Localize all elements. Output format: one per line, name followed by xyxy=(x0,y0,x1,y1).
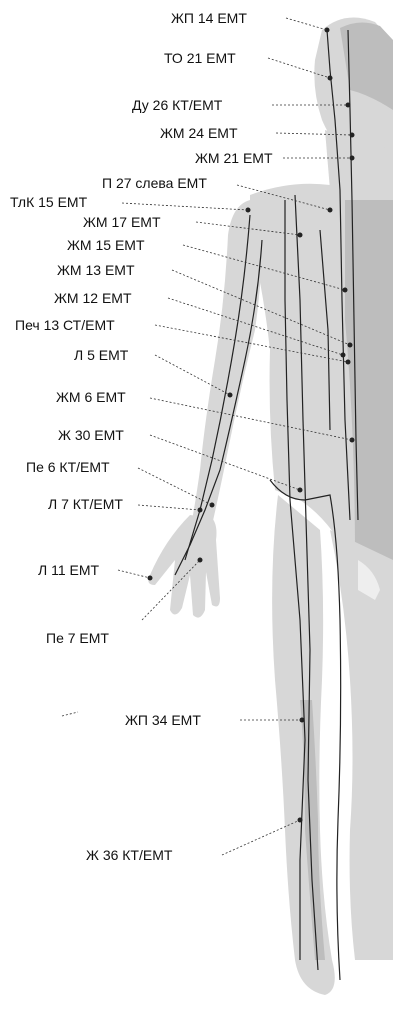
label-zhm-24: ЖМ 24 ЕМТ xyxy=(160,125,238,141)
label-zhp-14: ЖП 14 ЕМТ xyxy=(171,10,247,26)
point-labels: ЖП 14 ЕМТ ТО 21 ЕМТ Ду 26 КТ/ЕМТ ЖМ 24 Е… xyxy=(10,10,273,863)
label-du-26: Ду 26 КТ/ЕМТ xyxy=(132,97,223,113)
label-zh-30: Ж 30 ЕМТ xyxy=(58,427,124,443)
label-pech-13: Печ 13 СТ/ЕМТ xyxy=(15,317,115,333)
label-tlk-15: ТлК 15 ЕМТ xyxy=(10,194,88,210)
label-p-27: П 27 слева ЕМТ xyxy=(102,175,207,191)
label-zhm-6: ЖМ 6 ЕМТ xyxy=(56,389,126,405)
label-zhm-15: ЖМ 15 ЕМТ xyxy=(67,237,145,253)
label-zhm-12: ЖМ 12 ЕМТ xyxy=(54,290,132,306)
label-l-5: Л 5 ЕМТ xyxy=(74,347,129,363)
label-to-21: ТО 21 ЕМТ xyxy=(164,50,236,66)
label-zh-36: Ж 36 КТ/ЕМТ xyxy=(86,847,173,863)
label-zhm-13: ЖМ 13 ЕМТ xyxy=(57,262,135,278)
label-zhp-34: ЖП 34 ЕМТ xyxy=(125,712,201,728)
label-pe-7: Пе 7 ЕМТ xyxy=(46,630,109,646)
label-l-7: Л 7 КТ/ЕМТ xyxy=(48,496,123,512)
label-l-11: Л 11 ЕМТ xyxy=(38,562,100,578)
label-zhm-17: ЖМ 17 ЕМТ xyxy=(83,214,161,230)
label-pe-6: Пе 6 КТ/ЕМТ xyxy=(26,459,110,475)
label-zhm-21: ЖМ 21 ЕМТ xyxy=(195,150,273,166)
